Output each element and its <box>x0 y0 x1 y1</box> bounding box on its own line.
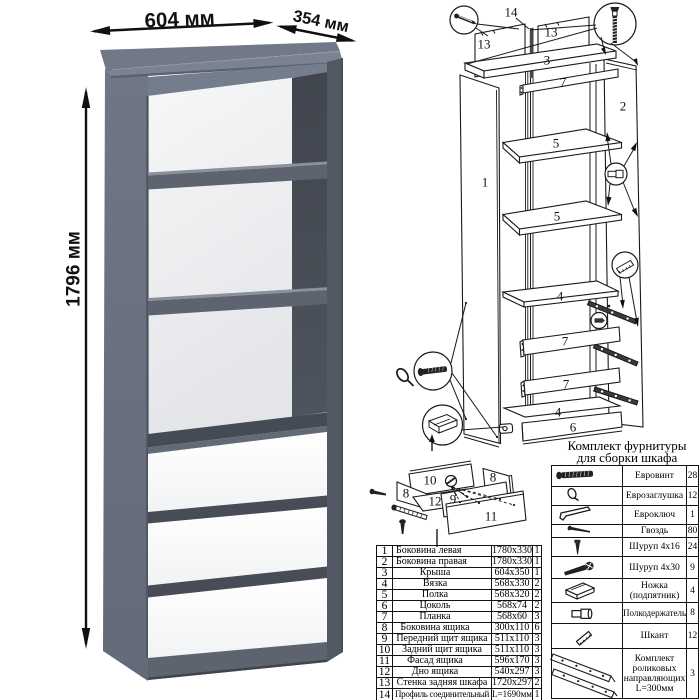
svg-text:12: 12 <box>429 494 442 509</box>
svg-text:13: 13 <box>478 37 491 52</box>
svg-text:4: 4 <box>555 405 562 420</box>
svg-text:13: 13 <box>545 25 558 40</box>
svg-text:354 мм: 354 мм <box>292 7 351 36</box>
svg-text:2: 2 <box>620 99 627 114</box>
svg-text:1: 1 <box>482 175 489 190</box>
svg-text:10: 10 <box>424 473 437 488</box>
svg-text:11: 11 <box>485 509 498 524</box>
svg-text:6: 6 <box>570 420 577 435</box>
svg-text:604 мм: 604 мм <box>144 6 215 32</box>
svg-text:8: 8 <box>403 486 410 501</box>
svg-text:5: 5 <box>554 209 561 224</box>
svg-text:7: 7 <box>562 334 569 349</box>
svg-text:8: 8 <box>490 470 497 485</box>
svg-text:7: 7 <box>563 377 570 392</box>
svg-text:7: 7 <box>560 75 567 90</box>
svg-text:9: 9 <box>450 492 457 507</box>
svg-text:14: 14 <box>505 5 519 20</box>
svg-text:1796 мм: 1796 мм <box>64 231 85 307</box>
svg-text:4: 4 <box>557 289 564 304</box>
svg-text:3: 3 <box>544 53 551 68</box>
svg-text:5: 5 <box>553 136 560 151</box>
